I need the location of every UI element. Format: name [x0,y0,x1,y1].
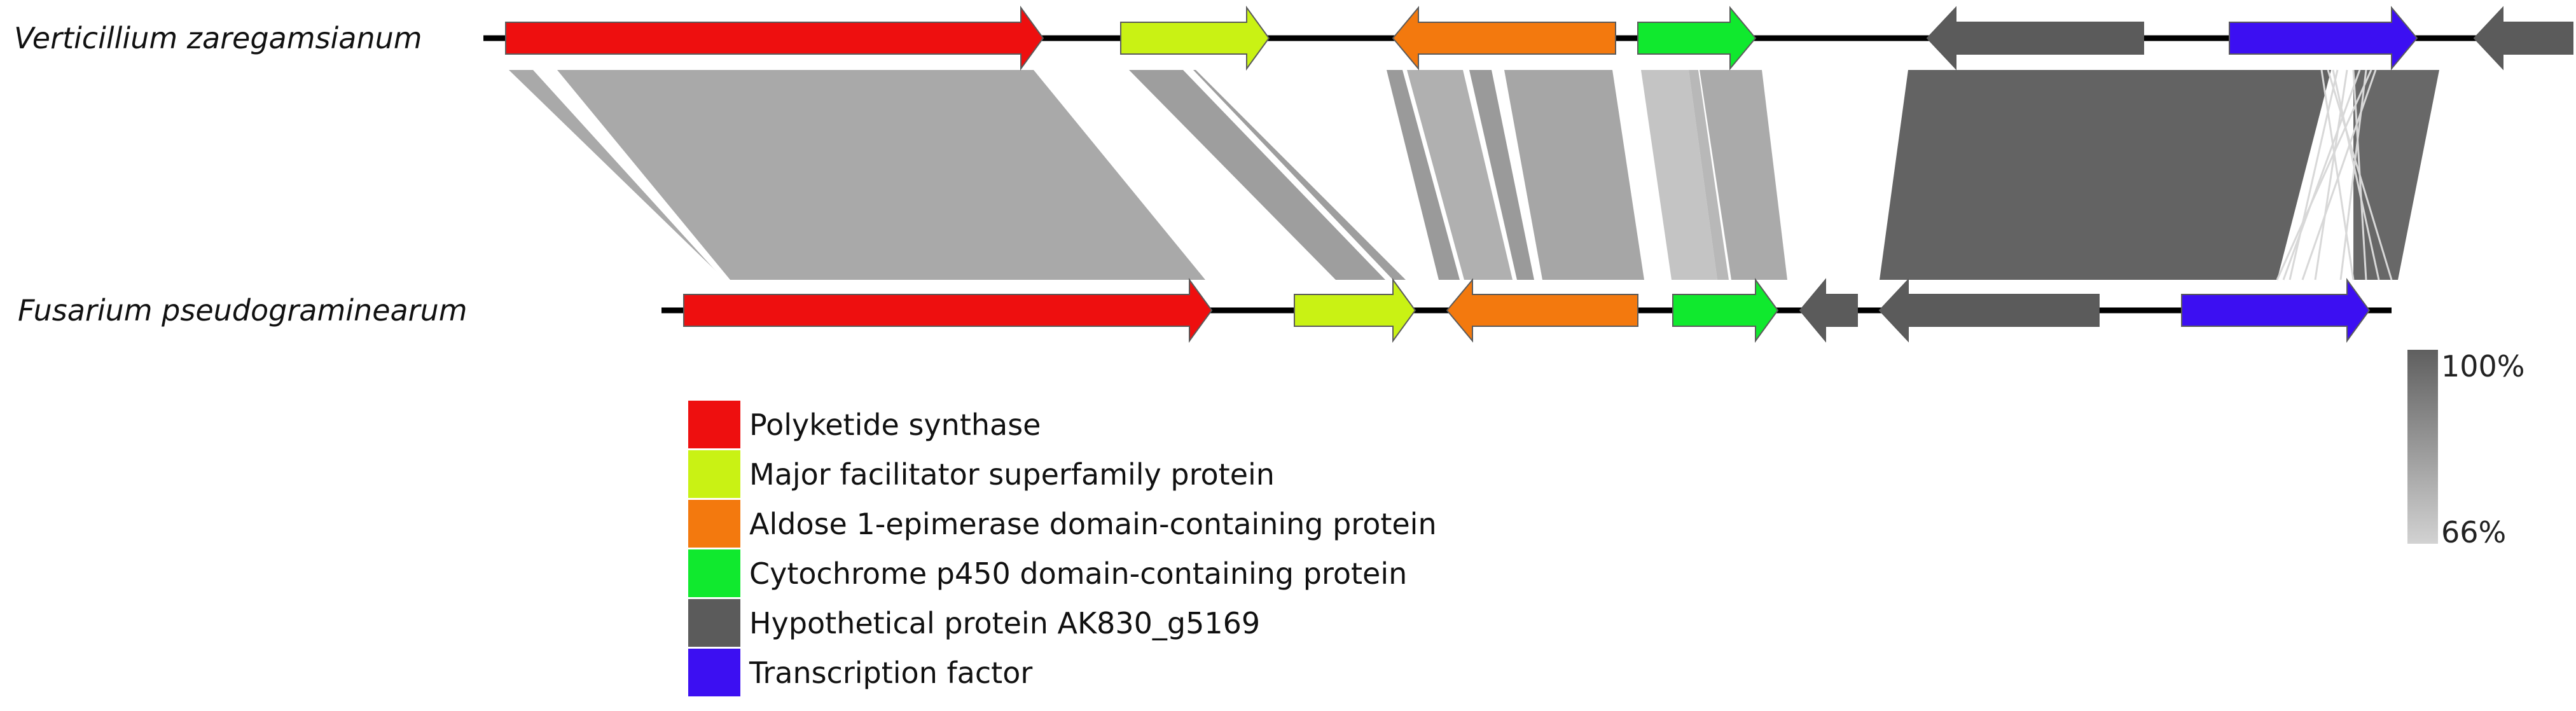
similarity-band-hypothetical [1880,70,2331,280]
identity-scale: 100% 66% [2407,349,2525,549]
similarity-band-p450-3 [1700,70,1787,280]
identity-scale-max-label: 100% [2441,349,2525,383]
gene-top-hypothetical-2 [2473,6,2573,71]
gene-bottom-mfs [1294,277,1416,343]
legend-swatch-tf [688,649,740,696]
gene-top-aldose [1392,6,1616,71]
genome-label-bottom: Fusarium pseudograminearum [18,293,467,328]
legend-swatch-pks [688,401,740,448]
legend-label-tf: Transcription factor [749,656,1032,690]
genome-track-top: Verticillium zaregamsianum [14,5,2573,71]
gene-bottom-hypothetical-1 [1799,278,1858,343]
legend: Polyketide synthase Major facilitator su… [688,401,1437,696]
genome-track-bottom: Fusarium pseudograminearum [18,277,2392,343]
similarity-band-p450-1 [1641,70,1717,280]
similarity-band-aldose-1 [1387,70,1460,280]
gene-top-pks [505,5,1044,71]
legend-swatch-mfs [688,450,740,498]
identity-scale-min-label: 66% [2441,515,2506,549]
legend-swatch-aldose [688,500,740,548]
similarity-band-pks-gap [533,70,730,280]
identity-scale-bar [2407,350,2438,544]
legend-swatch-hypothetical [688,599,740,647]
similarity-band-mfs-gap [1183,70,1393,280]
legend-label-p450: Cytochrome p450 domain-containing protei… [749,556,1407,591]
similarity-band-p450-2 [1689,70,1729,280]
similarity-band-aldose-4 [1504,70,1644,280]
gene-bottom-aldose [1446,278,1638,343]
similarity-band-aldose-3 [1469,70,1534,280]
gene-bottom-tf [2181,277,2371,343]
legend-label-pks: Polyketide synthase [749,408,1041,442]
similarity-band-tf [2353,70,2439,280]
similarity-bands [509,69,2439,280]
legend-label-mfs: Major facilitator superfamily protein [749,457,1275,492]
gene-bottom-p450 [1672,277,1779,343]
similarity-band-pks [509,70,1205,280]
genome-label-top: Verticillium zaregamsianum [14,21,422,55]
gene-top-tf [2229,6,2418,71]
gene-bottom-pks [683,277,1213,343]
gene-top-p450 [1637,6,1757,71]
gene-top-hypothetical-1 [1926,6,2144,71]
gene-top-mfs [1120,5,1270,71]
legend-label-hypothetical: Hypothetical protein AK830_g5169 [749,606,1260,640]
similarity-band-crossing-lines [2276,69,2393,280]
similarity-band-aldose-2 [1407,70,1513,280]
legend-swatch-p450 [688,549,740,597]
gene-bottom-hypothetical-2 [1878,278,2100,343]
legend-label-aldose: Aldose 1-epimerase domain-containing pro… [749,507,1437,541]
